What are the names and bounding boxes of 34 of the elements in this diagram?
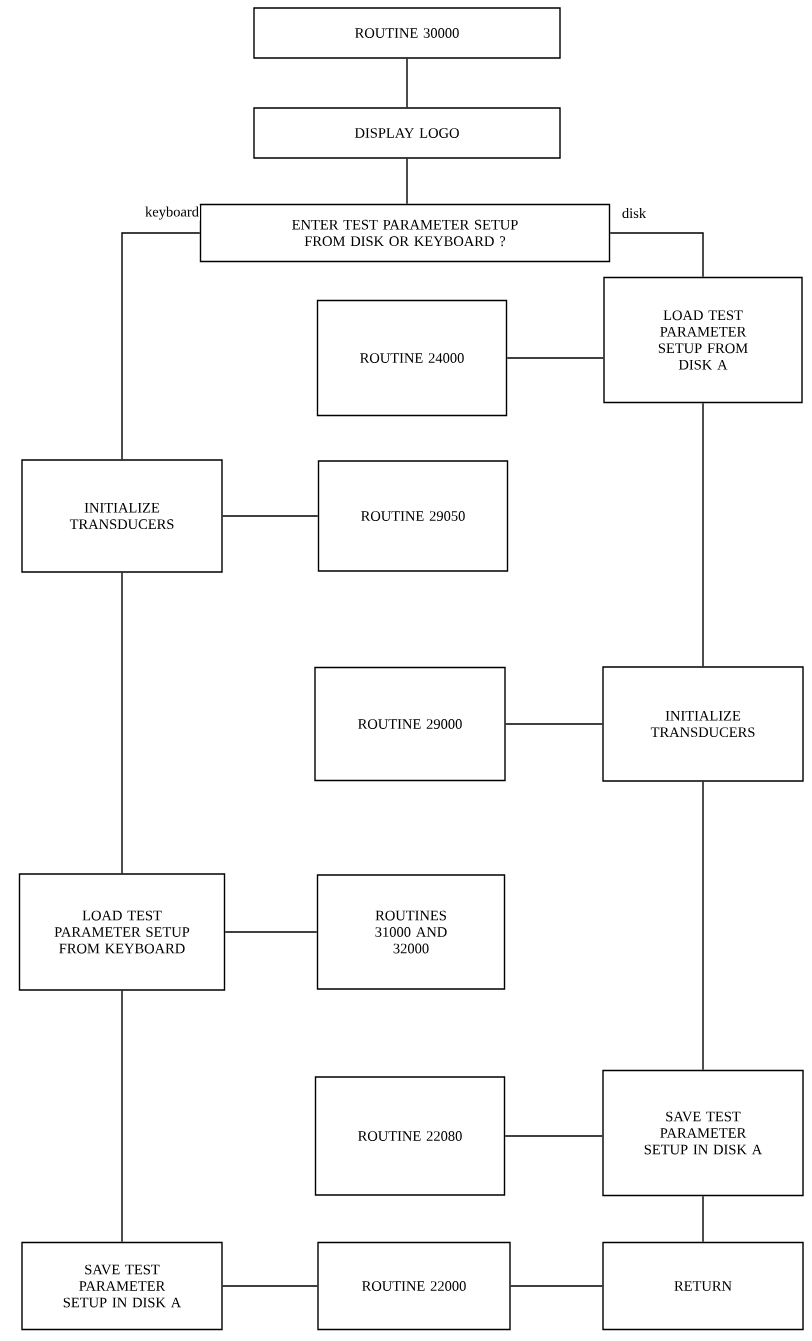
connector-line	[121, 990, 123, 1243]
connector-line	[121, 572, 123, 874]
process-box: INITIALIZE TRANSDUCERS	[602, 666, 804, 782]
routine-box: ROUTINES 31000 AND 32000	[316, 874, 506, 990]
connector-line	[702, 781, 704, 1071]
process-box: LOAD TEST PARAMETER SETUP FROM KEYBOARD	[18, 873, 226, 991]
routine-box: ROUTINE 24000	[316, 299, 508, 417]
connector-line	[609, 232, 704, 278]
routine-box: ROUTINE 22000	[317, 1241, 511, 1331]
connector-line	[406, 158, 408, 205]
connector-line	[702, 402, 704, 667]
connector-line	[222, 515, 319, 517]
process-box: DISPLAY LOGO	[253, 107, 561, 159]
terminal-box: RETURN	[602, 1241, 804, 1331]
routine-box: ROUTINE 22080	[314, 1076, 506, 1196]
connector-line	[702, 1195, 704, 1243]
process-box: LOAD TEST PARAMETER SETUP FROM DISK A	[603, 276, 803, 404]
process-box: ROUTINE 30000	[253, 7, 561, 59]
routine-box: ROUTINE 29000	[314, 666, 506, 782]
connector-line	[510, 1285, 603, 1287]
connector-line	[504, 1135, 603, 1137]
connector-line	[406, 58, 408, 108]
connector-line	[222, 1285, 318, 1287]
process-box: INITIALIZE TRANSDUCERS	[21, 459, 223, 573]
edge-label: disk	[620, 206, 648, 220]
process-box: SAVE TEST PARAMETER SETUP IN DISK A	[602, 1069, 804, 1197]
decision-box: ENTER TEST PARAMETER SETUP FROM DISK OR KEYBOARD ?	[199, 203, 611, 263]
connector-line	[121, 232, 201, 460]
connector-line	[224, 931, 318, 933]
edge-label: keyboard	[144, 205, 200, 221]
connector-line	[506, 357, 604, 359]
routine-box: ROUTINE 29050	[317, 460, 509, 572]
connector-line	[505, 723, 603, 725]
process-box: SAVE TEST PARAMETER SETUP IN DISK A	[21, 1241, 223, 1331]
